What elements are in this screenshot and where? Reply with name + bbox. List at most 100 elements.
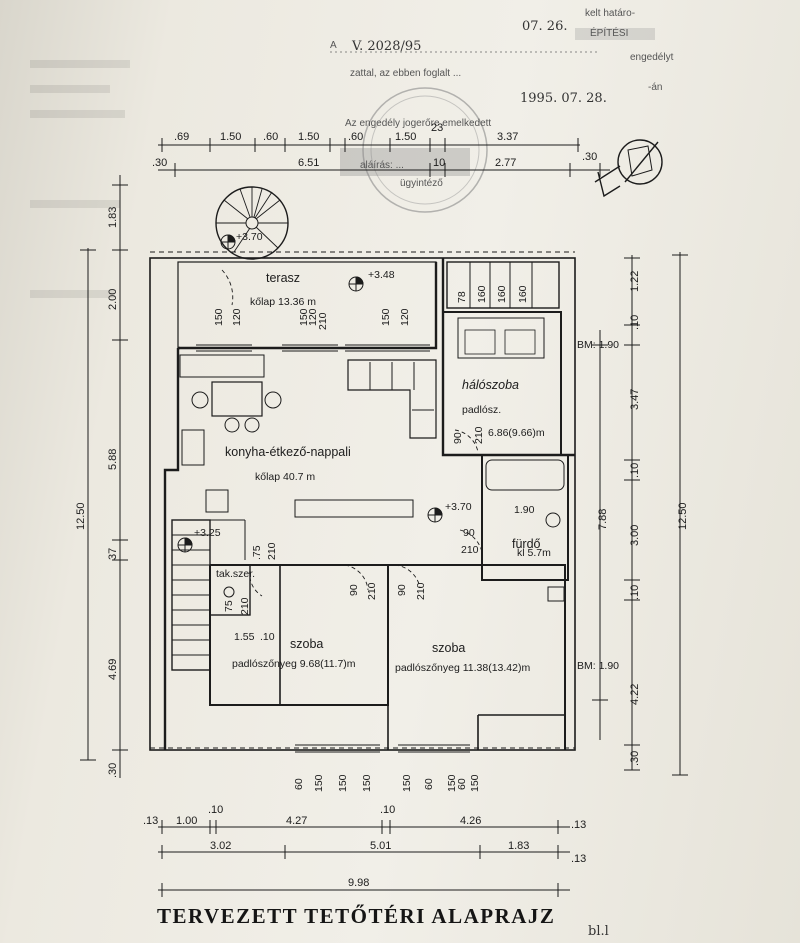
dim-top-1: .69 (174, 131, 189, 143)
building-walls (149, 186, 576, 753)
bottom-dim-labels: .13 1.00 .10 4.27 .10 4.26 .13 3.02 5.01… (143, 804, 586, 889)
stamp-line2-suffix: engedélyt (630, 52, 674, 63)
bottom-dimensions (158, 820, 570, 897)
idim-13: 210 (473, 426, 485, 444)
idim-12: 90 (452, 432, 464, 444)
stair-level: +3.25 (194, 527, 221, 539)
stamp-suffix2: ÉPÍTÉSI (590, 26, 628, 39)
stair-top-level: +3.70 (236, 231, 263, 243)
dim-right-6: .10 (629, 585, 641, 600)
stamp-line3: Az engedély jogerőre emelkedett (345, 118, 491, 129)
level-icon (348, 276, 364, 292)
dim-right-total: 12.50 (677, 502, 689, 530)
bdim-r2-2: 5.01 (370, 840, 391, 852)
right-dimensions (592, 252, 688, 776)
idim-24: 210 (239, 597, 251, 615)
level-icon (427, 507, 443, 523)
bdim-2: 1.00 (176, 815, 197, 827)
bottom-window-dims: 60 150 150 150 150 60 150 60 150 (293, 774, 481, 792)
room1-floor: padlószőnyeg 9.68(11.7)m (232, 658, 356, 670)
interior-dims: 150 120 150 210 120 150 120 78 160 160 1… (213, 285, 535, 643)
door-swings (221, 269, 483, 597)
idim-6: 150 (380, 308, 392, 326)
bdim-w-1: 60 (293, 778, 305, 790)
idim-10: 160 (496, 285, 508, 303)
dim-right-mid: 7.88 (597, 509, 609, 530)
dim-right-5: 3.00 (629, 525, 641, 546)
stamp-date2: 1995. 07. 28. (520, 91, 607, 106)
stamp-line6: ügyintéző (400, 178, 443, 189)
dim-top-4: 1.50 (298, 131, 319, 143)
bdim-w-7: 150 (446, 774, 458, 792)
dim-top-3: .60 (263, 131, 278, 143)
idim-21: .75 (251, 545, 263, 560)
idim-22: 210 (266, 542, 278, 560)
room2-name: szoba (432, 641, 465, 655)
bdim-w-4: 150 (361, 774, 373, 792)
paper-shadow (30, 60, 130, 298)
idim-17: 90 (348, 584, 360, 596)
dim-top-2: 1.50 (220, 131, 241, 143)
top-dim-labels-2: .30 6.51 10 2.77 .30 (152, 151, 597, 169)
bdim-r2-3: 1.83 (508, 840, 529, 852)
dim-top-7: 23 (431, 122, 443, 134)
bdim-w-3: 150 (337, 774, 349, 792)
stamp-line5: aláírás: ... (360, 160, 404, 171)
dim-top-row2-4: 2.77 (495, 157, 516, 169)
idim-1: 150 (213, 308, 225, 326)
bedroom-area: 6.86(9.66)m (488, 427, 545, 439)
idim-15: 90 (463, 527, 475, 539)
bath-name: fürdő (512, 537, 541, 551)
top-dim-labels-1: .69 1.50 .60 1.50 .60 1.50 23 3.37 (174, 122, 518, 143)
idim-23: 75 (223, 600, 235, 612)
right-dim-labels: 1.22 .10 3.47 .10 3.00 .10 4.22 .30 7.88… (597, 271, 689, 766)
stamp-number: V. 2028/95 (351, 39, 421, 54)
approval-stamp: A V. 2028/95 07. 26. kelt határo- ÉPÍTÉS… (330, 8, 674, 213)
idim-9: 160 (476, 285, 488, 303)
terrace-level: +3.48 (368, 269, 395, 281)
dim-left-3: 5.88 (107, 449, 119, 470)
idim-25: 1.55 (234, 631, 255, 643)
dim-right-4: .10 (629, 463, 641, 478)
stamp-date: 07. 26. (522, 19, 567, 34)
dim-left-2: 2.00 (107, 289, 119, 310)
bdim-1: .13 (143, 815, 158, 827)
dim-top-5: .60 (348, 131, 363, 143)
bdim-6: 4.26 (460, 815, 481, 827)
bdim-w-2: 150 (313, 774, 325, 792)
bm-bottom: BM: 1.90 (577, 660, 619, 672)
bdim-total: 9.98 (348, 877, 369, 889)
dim-right-3: 3.47 (629, 389, 641, 410)
bdim-5: .10 (380, 804, 395, 816)
bdim-w-5: 150 (401, 774, 413, 792)
idim-18: 210 (366, 582, 378, 600)
room2-floor: padlószőnyeg 11.38(13.42)m (395, 662, 530, 674)
idim-14: 1.90 (514, 504, 535, 516)
dim-left-1: 1.83 (107, 207, 119, 228)
room1-name: szoba (290, 637, 323, 651)
idim-3: 150 (298, 308, 310, 326)
dim-left-total: 12.50 (75, 502, 87, 530)
dim-right-2: .10 (629, 315, 641, 330)
idim-2: 120 (231, 308, 243, 326)
level-icon (220, 234, 236, 250)
dim-left-5: 4.69 (107, 659, 119, 680)
dim-left-6: .30 (107, 763, 119, 778)
idim-7: 120 (399, 308, 411, 326)
stamp-suffix: kelt határo- (585, 8, 635, 19)
signature: bl.l (588, 924, 609, 939)
dim-left-4: 37 (107, 548, 119, 560)
level-icon (177, 537, 193, 553)
bdim-4: 4.27 (286, 815, 307, 827)
bdim-w-8: 60 (456, 778, 468, 790)
dim-top-6: 1.50 (395, 131, 416, 143)
bdim-w-6: 60 (423, 778, 435, 790)
living-name: konyha-étkező-nappali (225, 445, 351, 459)
idim-11: 160 (517, 285, 529, 303)
level-markers (177, 234, 443, 553)
storage-name: tak.szer. (216, 568, 255, 580)
stamp-prefix: A (330, 40, 337, 51)
stamp-date2-suffix: -án (648, 82, 662, 93)
